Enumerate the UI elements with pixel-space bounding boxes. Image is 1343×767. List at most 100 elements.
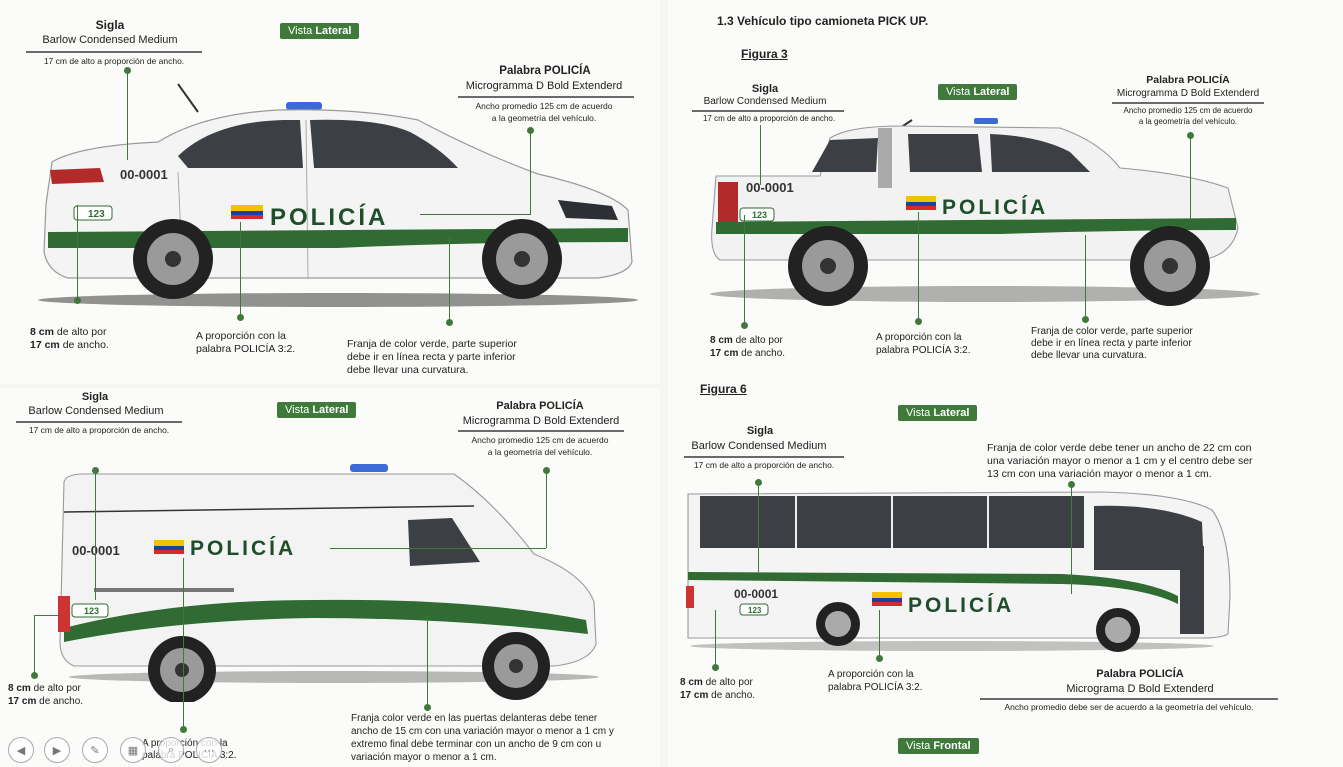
palabra-font: Microgramma D Bold Extenderd [465, 80, 623, 92]
callout-dot [915, 318, 922, 325]
sedan-illustration: POLICÍA 00-0001 123 [38, 83, 638, 307]
callout-line [427, 615, 428, 707]
callout-line [715, 610, 716, 668]
phone-badge: 123 [748, 606, 762, 615]
sigla-title: Sigla [95, 18, 125, 32]
vista-lateral-badge: Vista Lateral [280, 23, 360, 39]
divider [26, 51, 202, 53]
sigla-font: Barlow Condensed Medium [42, 34, 178, 46]
callout-line [77, 205, 78, 300]
divider [684, 456, 844, 458]
divider [16, 421, 182, 423]
palabra-desc: Ancho promedio debe ser de acuerdo a la … [1004, 702, 1254, 712]
callout-dot [124, 67, 131, 74]
franja-note: Franja de color verde debe tener un anch… [987, 442, 1253, 480]
callout-line [530, 130, 531, 215]
palabra-font: Microgramma D Bold Extenderd [462, 415, 620, 427]
policia-wordmark: POLICÍA [908, 594, 1014, 617]
callout-line [240, 222, 241, 317]
pickup-illustration: POLICÍA 00-0001 123 [710, 118, 1260, 306]
vehicle-code: 00-0001 [120, 167, 168, 182]
divider [458, 96, 634, 98]
callout-dot [446, 319, 453, 326]
sigla-desc: 17 cm de alto a proporción de ancho. [43, 56, 185, 66]
callout-dot [741, 322, 748, 329]
palabra-title: Palabra POLICÍA [499, 65, 591, 77]
callout-line [449, 238, 450, 322]
callout-dot [1068, 481, 1075, 488]
callout-line [330, 548, 546, 549]
vista-lateral-badge: Vista Lateral [898, 405, 978, 421]
policia-wordmark: POLICÍA [942, 196, 1048, 219]
palabra-title: Palabra POLICÍA [1146, 74, 1230, 86]
callout-line [546, 470, 547, 548]
palabra-desc-1: Ancho promedio 125 cm de acuerdo [471, 435, 609, 445]
callout-line [1071, 484, 1072, 594]
callout-line [918, 212, 919, 322]
vista-lateral-badge: Vista Lateral [277, 402, 357, 418]
previous-icon[interactable]: ◀ [8, 737, 34, 763]
callout-dot [876, 655, 883, 662]
zoom-icon[interactable]: ⌕ [158, 737, 184, 763]
callout-dot [1082, 316, 1089, 323]
section-heading: 1.3 Vehículo tipo camioneta PICK UP. [717, 14, 929, 28]
callout-dot [31, 672, 38, 679]
sigla-title: Sigla [746, 425, 774, 437]
divider [1112, 102, 1264, 104]
callout-dot [180, 726, 187, 733]
palabra-desc-1: Ancho promedio 125 cm de acuerdo [1123, 106, 1253, 115]
callout-dot [527, 127, 534, 134]
callout-line [1190, 135, 1191, 220]
vehicle-code: 00-0001 [734, 587, 778, 601]
callout-line [183, 558, 184, 728]
sigla-desc: 17 cm de alto a proporción de ancho. [702, 114, 836, 123]
vista-lateral-badge: Vista Lateral [938, 84, 1018, 100]
vehicle-code: 00-0001 [746, 180, 794, 195]
callout-dot [74, 297, 81, 304]
palabra-font: Micrograma D Bold Extenderd [1066, 683, 1214, 695]
next-icon[interactable]: ▶ [44, 737, 70, 763]
divider [980, 698, 1278, 700]
callout-line [879, 610, 880, 658]
callout-line [760, 125, 761, 185]
franja-note: Franja color verde en las puertas delant… [351, 713, 614, 763]
slides-grid-icon[interactable]: ▦ [120, 737, 146, 763]
more-options-icon[interactable]: ⋯ [196, 737, 222, 763]
palabra-desc-2: a la geometría del vehículo. [1138, 117, 1238, 126]
phone-badge: 123 [88, 209, 105, 220]
callout-line [127, 70, 128, 160]
pen-icon[interactable]: ✎ [82, 737, 108, 763]
callout-dot [755, 479, 762, 486]
bus-illustration: POLICÍA 00-0001 123 [686, 491, 1231, 652]
callout-line [1085, 235, 1086, 319]
policia-wordmark: POLICÍA [270, 203, 388, 231]
callout-dot [92, 467, 99, 474]
figure-label: Figura 6 [700, 382, 747, 396]
callout-dot [1187, 132, 1194, 139]
callout-line [420, 214, 530, 215]
phone-badge: 123 [84, 606, 99, 616]
palabra-desc-2: a la geometría del vehículo. [491, 113, 597, 123]
vista-frontal-badge: Vista Frontal [898, 738, 979, 754]
callout-line [34, 615, 35, 675]
sigla-font: Barlow Condensed Medium [28, 405, 164, 417]
palabra-desc-2: a la geometría del vehículo. [487, 447, 593, 457]
callout-dot [424, 704, 431, 711]
divider [458, 430, 624, 432]
callout-dot [712, 664, 719, 671]
callout-line [95, 470, 96, 600]
sigla-desc: 17 cm de alto a proporción de ancho. [28, 425, 170, 435]
palabra-title: Palabra POLICÍA [1096, 668, 1184, 680]
sigla-desc: 17 cm de alto a proporción de ancho. [693, 460, 835, 470]
callout-dot [543, 467, 550, 474]
divider [692, 110, 844, 112]
